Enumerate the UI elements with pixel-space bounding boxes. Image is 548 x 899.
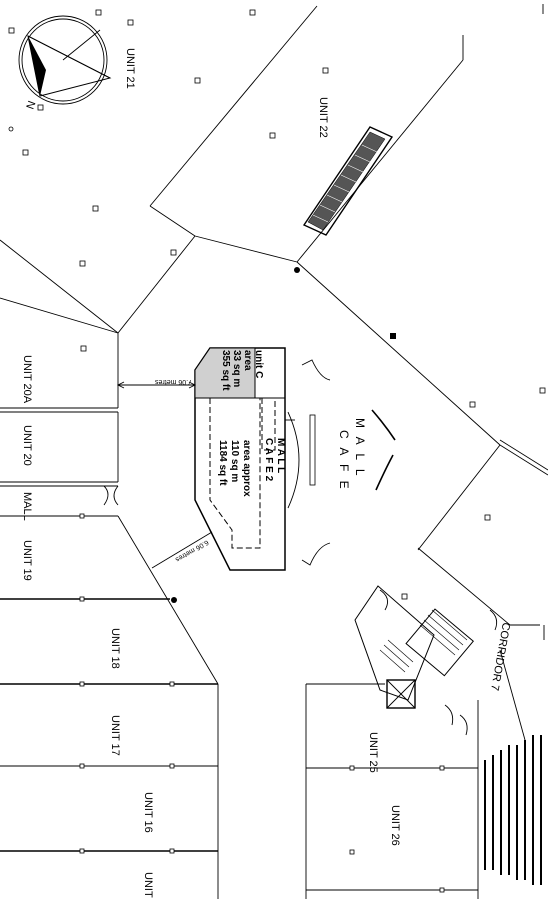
label-unit-25: UNIT 25 xyxy=(367,732,379,773)
label-unit-partial: UNIT xyxy=(142,872,154,898)
stair-unit22 xyxy=(302,126,394,236)
north-compass: N xyxy=(18,15,112,111)
label-unit-18: UNIT 18 xyxy=(109,628,121,669)
unit-c-title: unit C xyxy=(253,350,264,378)
dimension-lower-label: 6.06 metres xyxy=(174,538,210,563)
label-unit-21: UNIT 21 xyxy=(124,48,136,89)
label-unit-19: UNIT 19 xyxy=(21,540,33,581)
drawing-notes xyxy=(484,735,542,885)
cafe2-sqft: 1184 sq ft xyxy=(217,440,228,486)
cafe2-line2: C A F E 2 xyxy=(263,438,274,482)
label-mall: MALL xyxy=(21,492,33,521)
column-markers xyxy=(8,9,546,603)
cafe2-sqm: 110 sq m xyxy=(229,440,240,482)
compass-north-label: N xyxy=(25,99,39,111)
unit-c-shade xyxy=(194,347,256,399)
label-unit-20: UNIT 20 xyxy=(21,425,33,466)
label-unit-16: UNIT 16 xyxy=(142,792,154,833)
unit-c-area-label: area xyxy=(242,350,253,371)
upper-walls xyxy=(0,5,548,551)
label-unit-22: UNIT 22 xyxy=(317,97,329,138)
label-unit-26: UNIT 26 xyxy=(389,805,401,846)
dimension-lines xyxy=(116,381,213,569)
cafe2-line1: M A L L xyxy=(275,438,286,473)
dimension-top-label: 7.06 metres xyxy=(155,378,192,385)
label-unit-20a: UNIT 20A xyxy=(21,355,33,404)
unit-c-sqm: 33 sq m xyxy=(231,350,242,387)
label-mall-cafe-1: M A L L xyxy=(353,418,367,479)
left-unit-walls xyxy=(0,333,219,899)
label-mall-cafe-2: C A F E xyxy=(337,430,351,492)
label-unit-17: UNIT 17 xyxy=(109,715,121,756)
right-unit-walls xyxy=(305,683,479,899)
unit-c-sqft: 355 sq ft xyxy=(220,350,231,391)
stair-core xyxy=(354,547,545,741)
kiosk xyxy=(194,347,396,571)
cafe2-area-label: area approx xyxy=(241,440,252,497)
